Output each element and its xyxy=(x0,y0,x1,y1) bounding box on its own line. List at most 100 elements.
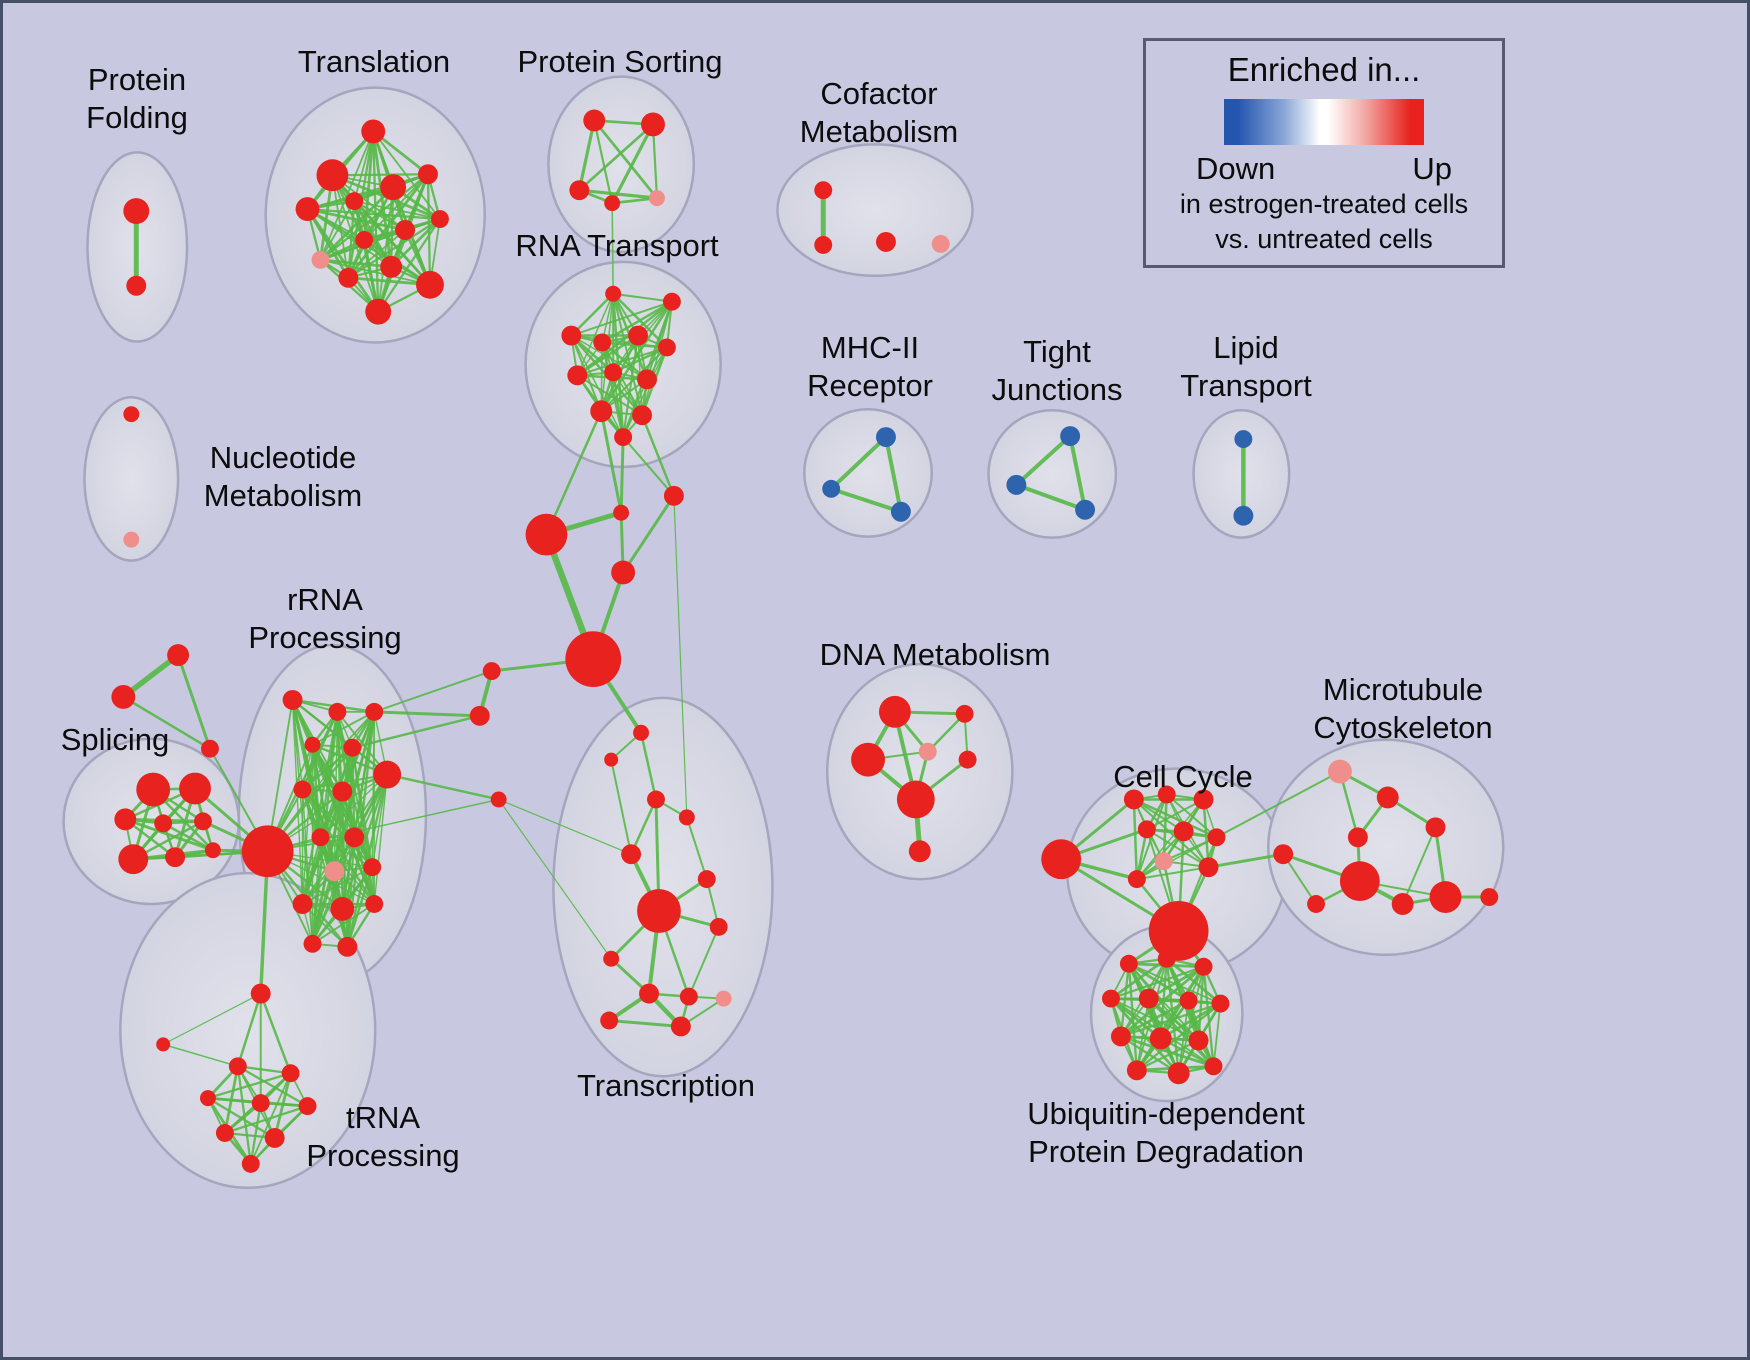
gene-set-node-mh0[interactable] xyxy=(875,427,896,448)
gene-set-node-tl8[interactable] xyxy=(355,230,374,249)
gene-set-node-rr9[interactable] xyxy=(344,827,365,848)
gene-set-node-ub2[interactable] xyxy=(1194,957,1213,976)
gene-set-node-rt2[interactable] xyxy=(561,325,582,346)
gene-set-node-rt10[interactable] xyxy=(632,405,652,426)
gene-set-node-lp0[interactable] xyxy=(1234,430,1253,449)
gene-set-node-tc0[interactable] xyxy=(633,724,650,741)
gene-set-node-cf2[interactable] xyxy=(875,231,896,252)
gene-set-node-tr6[interactable] xyxy=(298,1097,317,1116)
gene-set-node-sp5[interactable] xyxy=(118,844,149,875)
gene-set-node-tl5[interactable] xyxy=(418,164,438,185)
gene-set-node-tl1[interactable] xyxy=(316,159,349,192)
gene-set-node-hb0[interactable] xyxy=(663,485,684,506)
gene-set-node-mc5[interactable] xyxy=(1339,861,1380,902)
gene-set-node-sp1[interactable] xyxy=(179,772,211,805)
gene-set-node-mh2[interactable] xyxy=(890,501,911,522)
gene-set-node-cc3[interactable] xyxy=(1193,789,1214,810)
gene-set-node-rr11[interactable] xyxy=(363,858,382,877)
gene-set-node-ub3[interactable] xyxy=(1101,989,1120,1008)
gene-set-node-sp0[interactable] xyxy=(136,772,171,807)
gene-set-node-sp7[interactable] xyxy=(204,842,221,859)
gene-set-node-rr6[interactable] xyxy=(293,780,312,799)
gene-set-node-tl11[interactable] xyxy=(380,255,403,278)
gene-set-node-tc1[interactable] xyxy=(604,752,619,767)
gene-set-node-nm1[interactable] xyxy=(123,531,140,548)
gene-set-node-mc8[interactable] xyxy=(1307,895,1326,913)
gene-set-node-rr14[interactable] xyxy=(365,895,384,913)
gene-set-node-ub1[interactable] xyxy=(1157,949,1176,968)
gene-set-node-rr0[interactable] xyxy=(282,689,303,710)
gene-set-node-bg0[interactable] xyxy=(482,662,501,680)
gene-set-node-rr4[interactable] xyxy=(343,738,362,757)
gene-set-node-ps2[interactable] xyxy=(569,180,590,201)
gene-set-node-tl3[interactable] xyxy=(345,192,364,211)
gene-set-node-cc1[interactable] xyxy=(1123,789,1144,810)
gene-set-node-rt9[interactable] xyxy=(590,400,613,423)
gene-set-node-tr3[interactable] xyxy=(281,1064,300,1083)
gene-set-node-rt7[interactable] xyxy=(604,363,623,382)
gene-set-node-cc0[interactable] xyxy=(1041,839,1082,880)
gene-set-node-tc9[interactable] xyxy=(639,983,659,1004)
gene-set-node-bg2[interactable] xyxy=(490,791,507,808)
gene-set-node-dn5[interactable] xyxy=(896,780,935,819)
gene-set-node-tc6[interactable] xyxy=(697,870,716,889)
gene-set-node-tc5[interactable] xyxy=(637,889,681,933)
gene-set-node-tr9[interactable] xyxy=(241,1154,260,1173)
gene-set-node-dn3[interactable] xyxy=(918,742,937,761)
gene-set-node-tr7[interactable] xyxy=(215,1124,234,1142)
gene-set-node-tl13[interactable] xyxy=(365,298,392,325)
gene-set-node-tl10[interactable] xyxy=(338,267,359,288)
gene-set-node-dn4[interactable] xyxy=(958,750,977,769)
gene-set-node-tc12[interactable] xyxy=(670,1016,691,1037)
gene-set-node-ub4[interactable] xyxy=(1138,988,1159,1009)
gene-set-node-tl6[interactable] xyxy=(430,210,449,229)
gene-set-node-cf3[interactable] xyxy=(931,234,950,253)
gene-set-node-cc9[interactable] xyxy=(1127,870,1146,889)
gene-set-node-hb4[interactable] xyxy=(565,631,622,687)
gene-set-node-sx1[interactable] xyxy=(111,684,136,709)
gene-set-node-mc2[interactable] xyxy=(1347,827,1368,848)
gene-set-node-rt6[interactable] xyxy=(567,365,588,386)
gene-set-node-rt0[interactable] xyxy=(605,285,622,302)
gene-set-node-tr0[interactable] xyxy=(250,983,271,1004)
gene-set-node-mh1[interactable] xyxy=(822,479,841,498)
gene-set-node-tj1[interactable] xyxy=(1006,474,1027,495)
gene-set-node-rr13[interactable] xyxy=(330,897,355,921)
gene-set-node-cc8[interactable] xyxy=(1198,857,1219,878)
gene-set-node-ub6[interactable] xyxy=(1211,994,1230,1013)
gene-set-node-sx2[interactable] xyxy=(200,739,219,758)
gene-set-node-tc8[interactable] xyxy=(603,950,620,967)
gene-set-node-nm0[interactable] xyxy=(123,406,140,423)
gene-set-node-rr16[interactable] xyxy=(337,936,358,957)
gene-set-node-rr5[interactable] xyxy=(373,760,402,789)
gene-set-node-tj0[interactable] xyxy=(1060,426,1081,447)
gene-set-node-sp2[interactable] xyxy=(114,808,137,831)
gene-set-node-ub7[interactable] xyxy=(1110,1026,1131,1047)
gene-set-node-rrb[interactable] xyxy=(241,825,294,878)
gene-set-node-rr10[interactable] xyxy=(324,861,345,882)
gene-set-node-sp4[interactable] xyxy=(194,812,212,831)
gene-set-node-ub5[interactable] xyxy=(1179,991,1198,1010)
gene-set-node-cc5[interactable] xyxy=(1173,821,1194,842)
gene-set-node-tl2[interactable] xyxy=(295,197,320,222)
gene-set-node-dn0[interactable] xyxy=(878,695,911,728)
gene-set-node-sx0[interactable] xyxy=(167,644,190,667)
gene-set-node-lp1[interactable] xyxy=(1233,505,1254,526)
gene-set-node-ps3[interactable] xyxy=(604,195,621,212)
gene-set-node-rt11[interactable] xyxy=(614,428,633,447)
gene-set-node-tc7[interactable] xyxy=(709,917,728,936)
gene-set-node-cc4[interactable] xyxy=(1137,820,1156,839)
gene-set-node-ub12[interactable] xyxy=(1204,1057,1223,1076)
gene-set-node-rt5[interactable] xyxy=(657,338,676,357)
gene-set-node-cf1[interactable] xyxy=(814,235,833,254)
gene-set-node-tr4[interactable] xyxy=(199,1090,216,1107)
gene-set-node-mc9[interactable] xyxy=(1480,888,1499,906)
gene-set-node-rr7[interactable] xyxy=(332,781,353,802)
gene-set-node-pf0[interactable] xyxy=(123,198,150,225)
gene-set-node-tc11[interactable] xyxy=(600,1011,619,1030)
gene-set-node-rr15[interactable] xyxy=(303,934,322,953)
gene-set-node-ub9[interactable] xyxy=(1188,1030,1209,1051)
gene-set-node-rr8[interactable] xyxy=(311,828,330,847)
gene-set-node-tl12[interactable] xyxy=(416,270,444,299)
gene-set-node-ps4[interactable] xyxy=(649,190,665,207)
